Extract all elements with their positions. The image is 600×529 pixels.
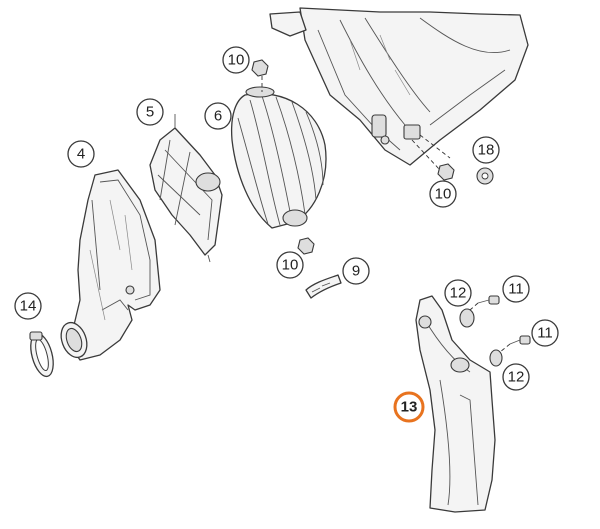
nut-icon — [437, 163, 455, 181]
side-cover-icon — [415, 295, 496, 513]
air-filter-cage-icon — [149, 114, 223, 263]
svg-text:4: 4 — [77, 146, 85, 163]
svg-text:14: 14 — [20, 298, 37, 315]
svg-text:9: 9 — [352, 263, 360, 280]
callout-11-bottom: 11 — [531, 319, 559, 347]
hose-clamp-icon — [29, 331, 54, 378]
callout-18: 18 — [472, 136, 500, 164]
svg-text:11: 11 — [508, 281, 524, 298]
callout-4: 4 — [67, 140, 95, 168]
callout-12-top: 12 — [444, 279, 472, 307]
grommet-icon — [459, 308, 475, 328]
grommet-icon — [489, 349, 503, 367]
callout-12-bottom: 12 — [502, 363, 530, 391]
screw-icon — [477, 295, 500, 305]
callout-14: 14 — [14, 292, 42, 320]
callout-13-highlighted[interactable]: 13 — [393, 391, 425, 423]
intake-boot-icon — [60, 169, 161, 361]
svg-text:11: 11 — [537, 325, 553, 342]
callout-10-top: 10 — [222, 46, 250, 74]
svg-text:12: 12 — [450, 285, 467, 302]
svg-text:13: 13 — [401, 399, 418, 416]
svg-text:6: 6 — [214, 108, 222, 125]
svg-text:10: 10 — [435, 186, 452, 203]
svg-text:12: 12 — [508, 369, 525, 386]
svg-text:10: 10 — [228, 52, 245, 69]
svg-text:5: 5 — [146, 104, 154, 121]
callout-9: 9 — [342, 257, 370, 285]
callout-10-right: 10 — [429, 180, 457, 208]
airbox-frame-icon — [269, 7, 529, 166]
svg-text:10: 10 — [282, 257, 299, 274]
callout-11-top: 11 — [502, 275, 530, 303]
svg-text:18: 18 — [478, 142, 495, 159]
callout-6: 6 — [204, 102, 232, 130]
callout-5: 5 — [136, 98, 164, 126]
nut-icon — [251, 59, 269, 77]
nut-icon — [297, 237, 315, 255]
screw-icon — [509, 335, 531, 345]
washer-nut-icon — [476, 167, 494, 185]
clamp-strip-icon — [305, 274, 342, 299]
callout-10-mid: 10 — [276, 251, 304, 279]
air-filter-icon — [230, 86, 327, 229]
